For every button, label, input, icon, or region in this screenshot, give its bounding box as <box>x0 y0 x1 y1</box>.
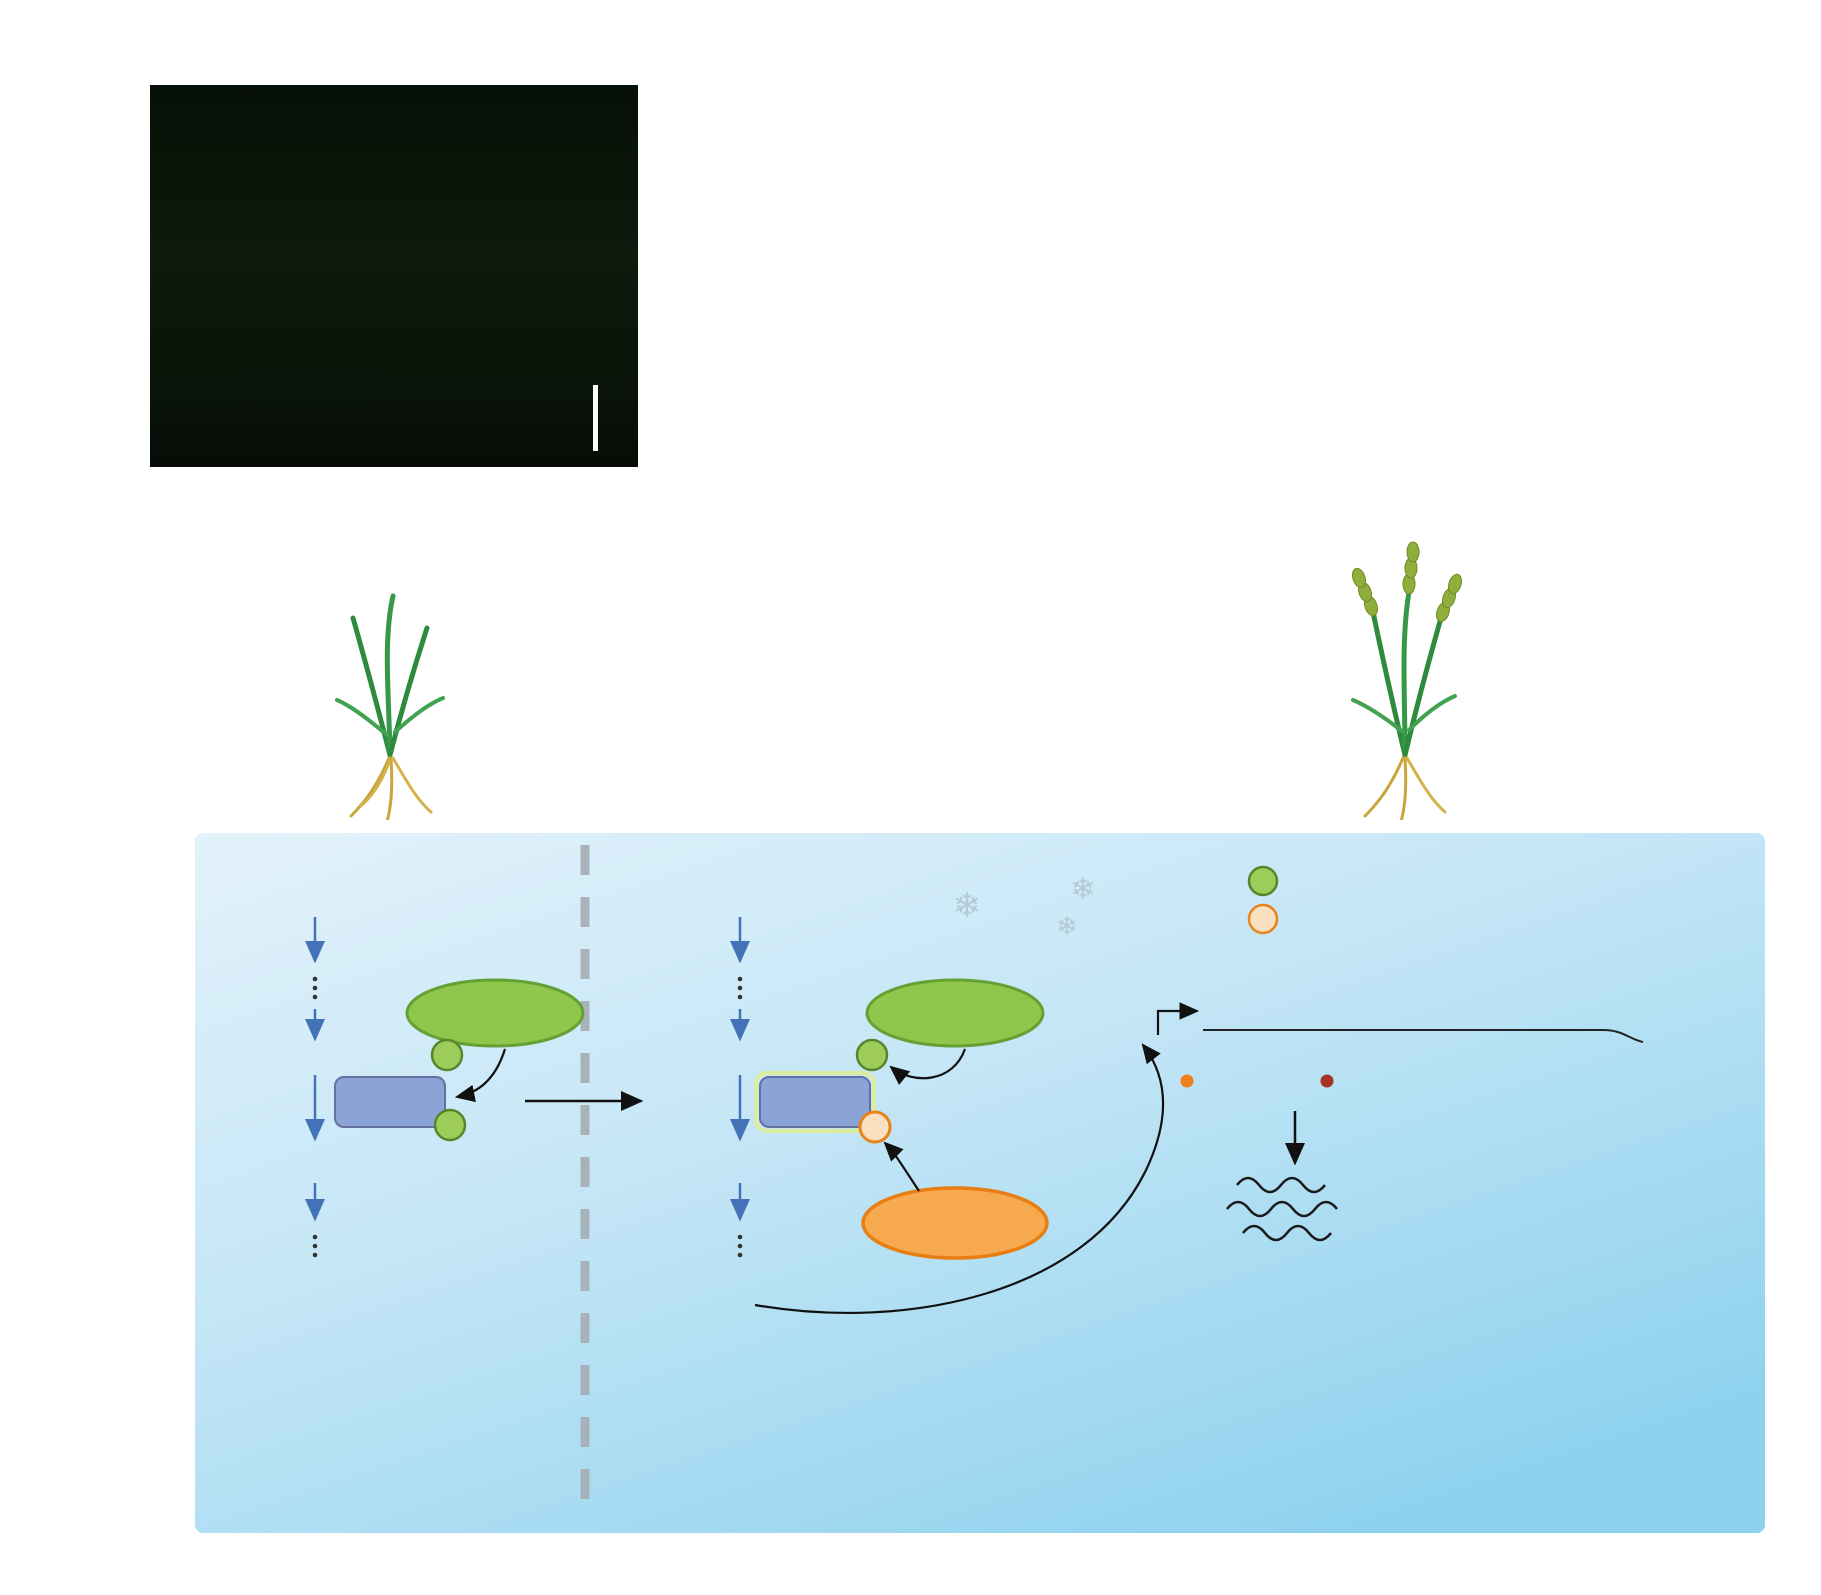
ellipsis-dots-icon <box>737 976 743 1000</box>
mrna-squiggles-icon <box>1225 1176 1339 1242</box>
wheat-plant-early <box>1351 541 1462 820</box>
ellipsis-dots-icon <box>312 976 318 1000</box>
transcription-start-arrow <box>1156 1002 1200 1035</box>
snowflake-icon: ❄ <box>1070 873 1095 906</box>
phosphorylation-arrow <box>889 1048 967 1085</box>
tacdpk13-ellipse <box>405 978 585 1048</box>
phospho-badge-icon <box>433 1108 467 1142</box>
phospho-badge-icon <box>430 1038 464 1072</box>
plant-photo <box>150 85 638 467</box>
scale-bar <box>593 385 598 451</box>
glcnac-badge-icon <box>858 1110 892 1144</box>
taogt1-ellipse <box>861 1186 1049 1260</box>
tacdpk13-ellipse <box>865 978 1045 1048</box>
haplotype-heading-time-chart <box>1095 52 1740 522</box>
htl1-glow <box>754 1071 876 1133</box>
activation-curve-arrow <box>754 1043 1165 1314</box>
h3k14ac-dot-icon <box>1320 1074 1334 1088</box>
oglcnacylation-arrow <box>883 1141 920 1192</box>
phospho-badge-icon <box>855 1038 889 1072</box>
htl1-box <box>759 1076 871 1128</box>
h3k27ac-dot-icon <box>1180 1074 1194 1088</box>
modification-legend <box>1247 865 1279 935</box>
diagram-background <box>195 833 1765 1533</box>
wheat-plant-late <box>335 593 445 820</box>
snowflake-icon: ❄ <box>953 887 982 925</box>
phosphorylation-arrow <box>454 1048 507 1103</box>
htl1-box <box>334 1076 446 1128</box>
dna-line-end <box>1602 1029 1644 1043</box>
ellipsis-dots-icon <box>737 1234 743 1258</box>
vrn1-region <box>754 1002 1644 1314</box>
heading-time-boxplot <box>648 52 1098 522</box>
glcnac-badge-icon <box>1247 903 1279 935</box>
phospho-badge-icon <box>1247 865 1279 897</box>
haplotype-frequency-area-chart <box>335 541 1462 820</box>
snowflake-icon: ❄ <box>1056 911 1078 941</box>
mechanism-diagram: ❄ ❄ ❄ <box>195 833 1765 1533</box>
plant-photo-art <box>150 85 638 467</box>
glycolysis-right: ❄ ❄ ❄ <box>730 873 1096 1260</box>
glycolysis-left <box>305 917 585 1258</box>
ellipsis-dots-icon <box>312 1234 318 1258</box>
